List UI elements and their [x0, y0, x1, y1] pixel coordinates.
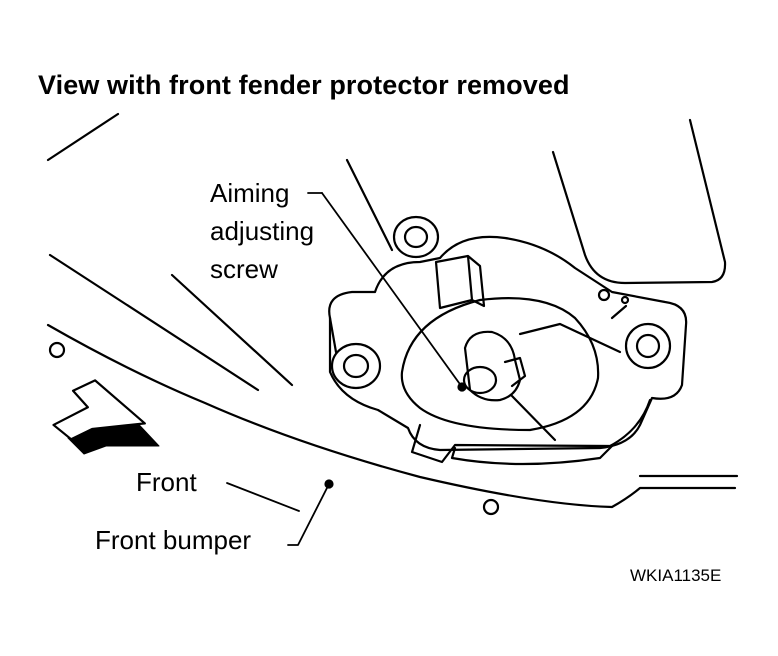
diagram-title: View with front fender protector removed [38, 70, 570, 100]
front-bumper-edge [46, 323, 737, 509]
bumper-leader-dot [324, 479, 334, 489]
body-outline-lines [46, 112, 394, 392]
aiming-screw-label-line1: Aiming [210, 178, 290, 208]
upper-mount-boss [392, 215, 440, 259]
mount-block [434, 254, 486, 310]
lamp-lower-bracket [410, 398, 652, 464]
front-direction-arrow-icon [52, 379, 160, 455]
screw-leader-dot [457, 382, 467, 392]
aiming-screw-label-line3: screw [210, 254, 278, 284]
aiming-screw-boss [462, 322, 622, 442]
aiming-screw-label-line2: adjusting [210, 216, 315, 246]
fog-lamp-assembly [328, 215, 688, 466]
lamp-bowl [400, 297, 600, 432]
fender-outline [551, 118, 727, 285]
leader-lines [226, 192, 463, 546]
right-mount-bracket [597, 288, 672, 370]
figure-code: WKIA1135E [630, 566, 722, 585]
body-hole [48, 341, 66, 359]
left-mount-boss [328, 316, 382, 390]
front-label: Front [136, 467, 197, 497]
front-bumper-label: Front bumper [95, 525, 252, 555]
bumper-hole [482, 498, 500, 516]
